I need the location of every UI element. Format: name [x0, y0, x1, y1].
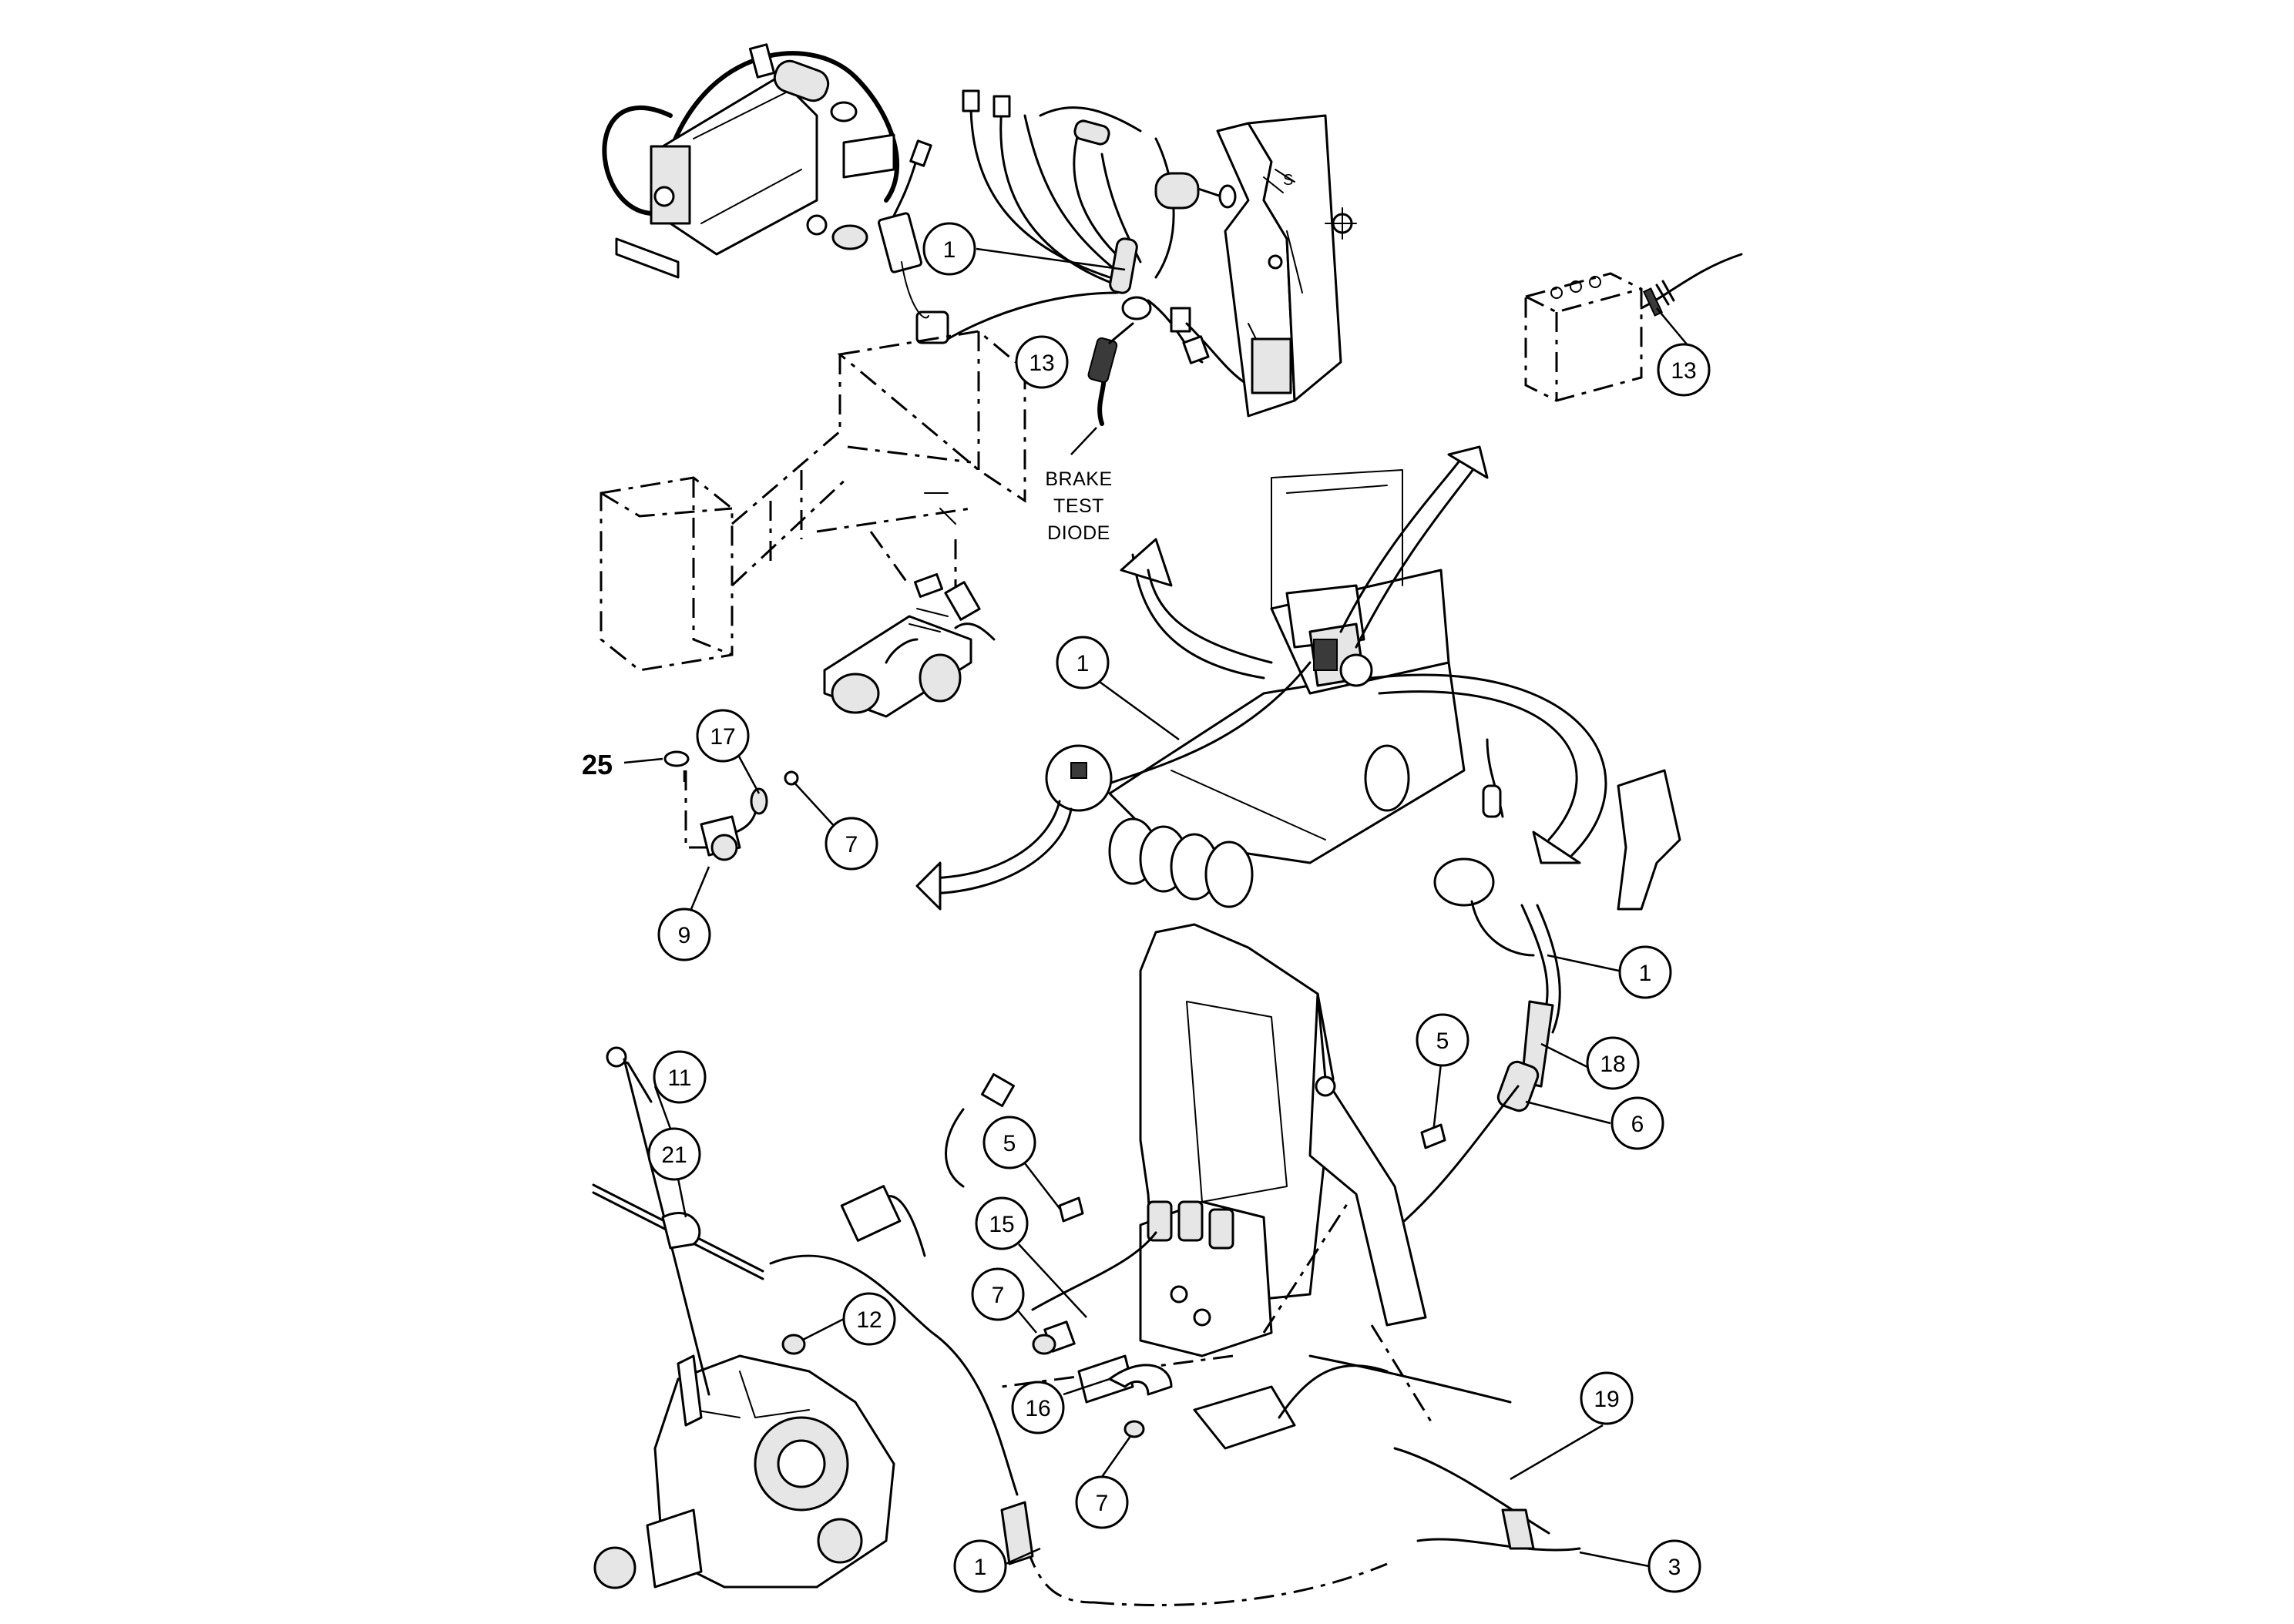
svg-text:7: 7 — [845, 832, 858, 857]
control-panel-frame — [600, 330, 1026, 672]
svg-text:BRAKE: BRAKE — [1045, 468, 1112, 490]
callout-11: 11 — [653, 1050, 707, 1104]
svg-text:5: 5 — [1436, 1028, 1449, 1054]
svg-text:19: 19 — [1594, 1387, 1619, 1412]
svg-text:21: 21 — [661, 1143, 687, 1168]
flow-arrows — [915, 445, 1607, 911]
solenoid-assembly — [823, 572, 996, 718]
harness-connector-top — [878, 89, 1250, 387]
right-harness — [1370, 904, 1627, 1250]
callout-1-right: 1 — [1618, 945, 1672, 999]
callout-13-left: 13 — [1015, 335, 1069, 389]
callout-1-top: 1 — [922, 222, 1126, 276]
callout-1-mid: 1 — [1056, 636, 1180, 741]
controller-module — [602, 43, 899, 279]
svg-text:12: 12 — [856, 1307, 882, 1333]
lower-panel — [1001, 923, 1435, 1426]
svg-text:18: 18 — [1600, 1052, 1625, 1077]
callout-18: 18 — [1586, 1036, 1640, 1090]
battery-box — [1524, 253, 1743, 402]
motor-assembly — [593, 1354, 895, 1589]
svg-text:6: 6 — [1631, 1112, 1644, 1137]
svg-text:7: 7 — [992, 1283, 1005, 1308]
bolt-and-clamp — [592, 1046, 764, 1396]
svg-text:1: 1 — [943, 237, 956, 263]
svg-text:1: 1 — [974, 1555, 987, 1580]
svg-text:S: S — [1283, 172, 1294, 189]
svg-text:13: 13 — [1029, 351, 1054, 376]
callout-7-mid: 7 — [793, 781, 878, 871]
callout-12: 12 — [781, 1292, 896, 1355]
brake-test-diode-label: BRAKE TEST DIODE — [1045, 468, 1112, 544]
svg-text:DIODE: DIODE — [1047, 522, 1110, 544]
svg-text:TEST: TEST — [1053, 495, 1104, 517]
callout-5-right: 5 — [1416, 1013, 1469, 1149]
item-25-label: 25 — [582, 749, 663, 780]
vehicle-overview — [1045, 469, 1466, 908]
callout-7-bottom: 7 — [1075, 1420, 1145, 1529]
callout-5-mid: 5 — [982, 1116, 1084, 1223]
callout-15: 15 — [975, 1196, 1087, 1318]
bottom-harness — [769, 1073, 1581, 1606]
callout-1-bottom: 1 — [953, 1539, 1041, 1593]
svg-text:17: 17 — [710, 724, 735, 750]
mount-plate-top: S — [1154, 114, 1357, 418]
callout-13-right: 13 — [1657, 343, 1711, 397]
callout-7-low: 7 — [971, 1267, 1056, 1355]
callout-3: 3 — [1579, 1539, 1701, 1593]
svg-text:13: 13 — [1671, 358, 1696, 384]
svg-text:9: 9 — [678, 923, 691, 948]
svg-text:15: 15 — [989, 1212, 1014, 1237]
svg-text:5: 5 — [1003, 1131, 1016, 1156]
callout-19: 19 — [1510, 1371, 1634, 1481]
svg-text:1: 1 — [1639, 961, 1652, 986]
svg-text:3: 3 — [1668, 1555, 1681, 1580]
svg-text:11: 11 — [667, 1065, 691, 1091]
callout-9: 9 — [657, 866, 711, 961]
callout-21: 21 — [647, 1127, 701, 1218]
callout-16: 16 — [1011, 1364, 1173, 1434]
callout-17: 17 — [696, 709, 761, 794]
svg-text:7: 7 — [1096, 1491, 1109, 1516]
svg-text:25: 25 — [582, 749, 613, 780]
svg-text:1: 1 — [1076, 651, 1090, 676]
horn-and-cover — [1433, 738, 1681, 957]
callout-6: 6 — [1611, 1096, 1664, 1150]
svg-text:16: 16 — [1025, 1396, 1050, 1421]
relay-bracket-9 — [663, 750, 799, 861]
brake-test-diode — [1070, 322, 1134, 455]
